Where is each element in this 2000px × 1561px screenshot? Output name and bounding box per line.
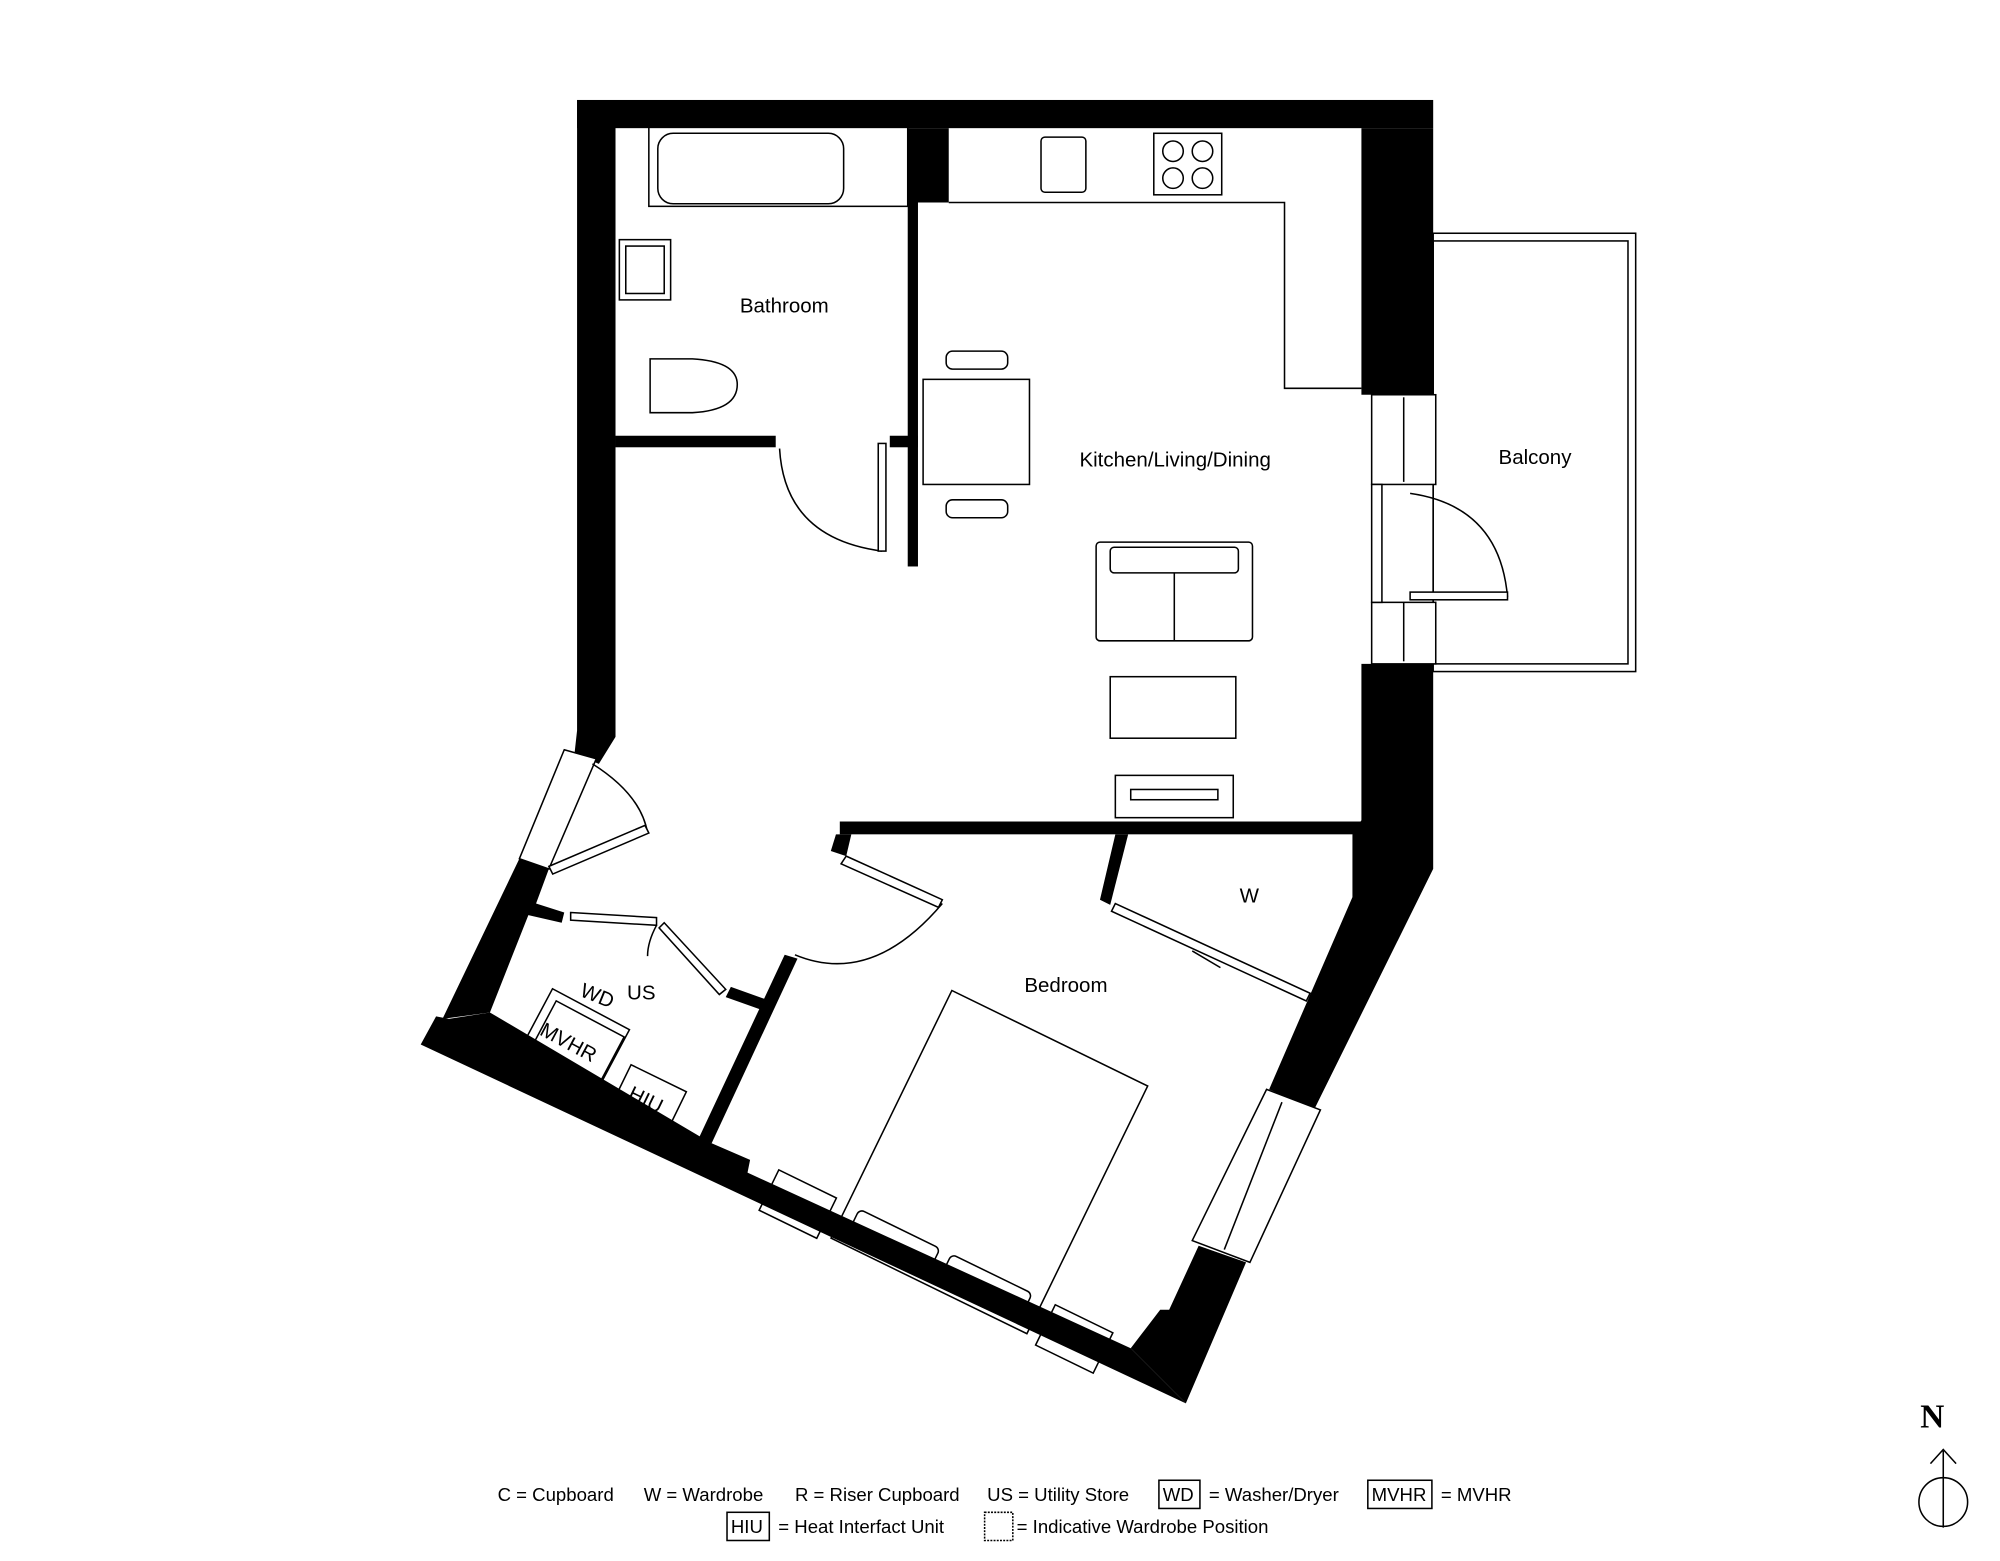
north-label: N <box>1920 1399 1944 1436</box>
doors <box>547 442 1509 1002</box>
windows <box>518 393 1437 1264</box>
legend-mvhr-box: MVHR <box>1372 1484 1427 1505</box>
hiu-box <box>615 1063 688 1123</box>
tv-unit <box>1114 774 1235 819</box>
mvhr-box <box>528 999 626 1089</box>
legend-washer: = Washer/Dryer <box>1209 1484 1339 1505</box>
room-label-balcony: Balcony <box>1499 446 1573 469</box>
room-label-utility: US <box>627 982 655 1005</box>
room-label-bedroom: Bedroom <box>1024 974 1107 997</box>
dining-table <box>922 378 1031 486</box>
north-arrow-icon: N <box>1918 1399 1969 1528</box>
basin <box>618 238 672 301</box>
hob <box>1153 132 1223 196</box>
legend-cupboard: C = Cupboard <box>498 1484 614 1505</box>
legend-wardrobe-position-box <box>983 1511 1014 1542</box>
kitchen-sink <box>1040 136 1087 194</box>
bed <box>758 989 1149 1375</box>
legend-wardrobe: W = Wardrobe <box>644 1484 764 1505</box>
furniture <box>521 123 1362 1375</box>
room-label-wardrobe: W <box>1240 884 1260 907</box>
legend-hiu: = Heat Interfact Unit <box>778 1516 945 1537</box>
label-wd: WD <box>577 979 617 1013</box>
legend-hiu-box: HIU <box>731 1516 763 1537</box>
bathtub <box>657 132 845 205</box>
legend-riser: R = Riser Cupboard <box>795 1484 960 1505</box>
sofa <box>1095 541 1254 642</box>
legend-mvhr: = MVHR <box>1441 1484 1512 1505</box>
walls <box>420 99 1434 1404</box>
legend-wd-box: WD <box>1163 1484 1194 1505</box>
legend: C = Cupboard W = Wardrobe R = Riser Cupb… <box>498 1479 1512 1542</box>
washer-dryer-box <box>521 987 631 1088</box>
room-label-kitchen: Kitchen/Living/Dining <box>1079 449 1270 472</box>
room-label-bathroom: Bathroom <box>740 295 829 318</box>
coffee-table <box>1109 675 1237 739</box>
legend-wardrobe-position: = Indicative Wardrobe Position <box>1017 1516 1269 1537</box>
legend-utility: US = Utility Store <box>987 1484 1129 1505</box>
toilet <box>649 358 739 414</box>
